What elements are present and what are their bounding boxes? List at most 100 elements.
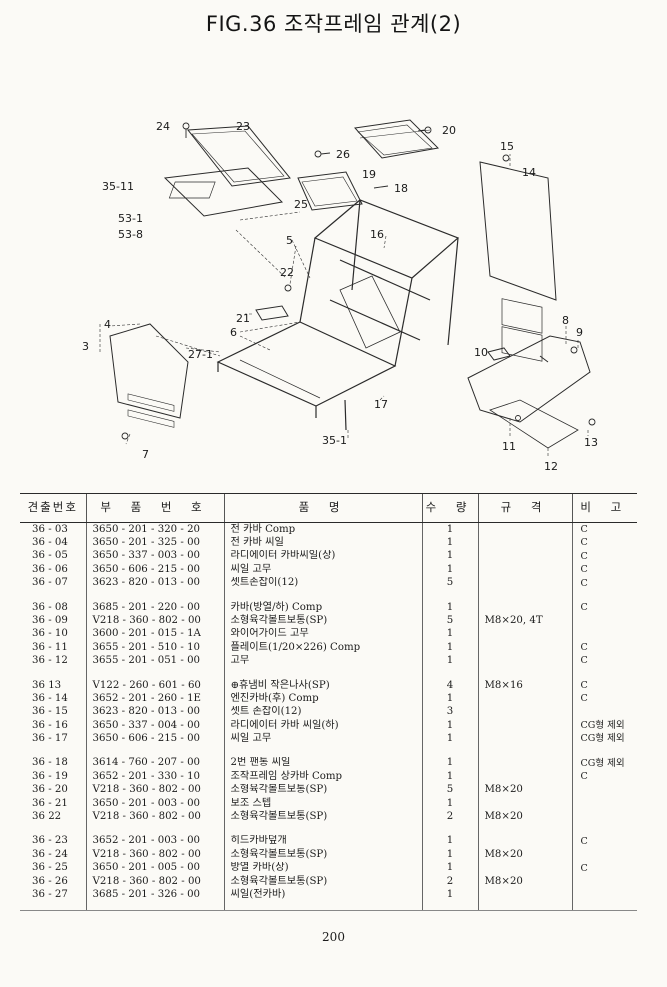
- header-part-name: 품 명: [223, 493, 422, 523]
- cell-remark: CG형 제외: [571, 756, 637, 771]
- cell-part-name: 소형육각볼트보통(SP): [223, 783, 422, 798]
- cell-ref-no: 36 - 14: [32, 692, 68, 704]
- callout-10: 10: [474, 346, 488, 359]
- callout-5: 5: [286, 234, 293, 247]
- cell-ref-no: 36 - 21: [32, 797, 68, 809]
- cell-qty: 3: [421, 705, 478, 720]
- cell-spec: M8×20: [477, 783, 572, 798]
- callout-35-11: 35-11: [102, 180, 134, 193]
- cell-qty: 1: [421, 719, 478, 733]
- cell-remark: C: [571, 522, 637, 537]
- part-23-cover-plate: [187, 125, 291, 187]
- cell-part-name: 방열 카바(상): [223, 861, 422, 875]
- cell-part-no: V218 - 360 - 802 - 00: [85, 614, 224, 628]
- cell-spec: [477, 692, 572, 706]
- cell-part-no: 3685 - 201 - 220 - 00: [85, 600, 224, 615]
- cell-ref-no: 36 - 19: [32, 770, 68, 782]
- cell-spec: [477, 522, 572, 537]
- cell-ref-no: 36 - 12: [32, 655, 68, 667]
- cell-ref-no: 36 - 09: [32, 614, 68, 626]
- callout-27-1: 27-1: [188, 348, 213, 361]
- callout-20: 20: [442, 124, 456, 137]
- callout-8: 8: [562, 314, 569, 327]
- cell-spec: [477, 888, 572, 902]
- cell-part-name: 엔진카바(후) Comp: [223, 692, 422, 706]
- callout-24: 24: [156, 120, 170, 133]
- cell-qty: 1: [421, 600, 478, 615]
- cell-part-no: 3655 - 201 - 051 - 00: [85, 654, 224, 668]
- header-spec: 규 격: [477, 493, 572, 523]
- cell-part-name: 씨일 고무: [223, 732, 422, 746]
- cell-remark: [571, 627, 637, 642]
- cell-ref-no: 36 - 25: [32, 862, 68, 874]
- fastener-symbols: [121, 122, 596, 440]
- cell-part-no: 3650 - 201 - 325 - 00: [85, 536, 224, 550]
- cell-remark: C: [571, 692, 637, 706]
- cell-remark: C: [571, 654, 637, 668]
- cell-remark: [571, 614, 637, 628]
- part-10-small-plate: [487, 347, 511, 361]
- cell-spec: [477, 536, 572, 550]
- cell-qty: 1: [421, 732, 478, 746]
- cell-qty: 1: [421, 834, 478, 849]
- cell-ref-no: 36 - 27: [32, 888, 68, 900]
- header-qty: 수 량: [421, 493, 478, 523]
- cell-part-name: 소형육각볼트보통(SP): [223, 848, 422, 862]
- cell-ref-no: 36 - 17: [32, 733, 68, 745]
- cell-part-name: 셋트 손잡이(12): [223, 705, 422, 720]
- cell-spec: [477, 641, 572, 655]
- cell-spec: M8×20: [477, 874, 572, 889]
- cell-part-no: V218 - 360 - 802 - 00: [85, 848, 224, 862]
- cell-remark: CG형 제외: [571, 719, 637, 733]
- cell-spec: M8×20, 4T: [477, 614, 572, 628]
- part-3-front-cover: [109, 323, 189, 428]
- header-part-no: 부 품 번 호: [85, 493, 224, 523]
- cell-part-name: 히드카바덮개: [223, 834, 422, 849]
- cell-part-name: 고무: [223, 654, 422, 668]
- cell-spec: M8×16: [477, 678, 572, 693]
- cell-part-name: 전 카바 Comp: [223, 522, 422, 537]
- page-title: FIG.36 조작프레임 관계(2): [205, 12, 462, 36]
- cell-part-name: 와이어가이드 고무: [223, 627, 422, 642]
- cell-remark: C: [571, 641, 637, 655]
- cell-part-no: 3655 - 201 - 510 - 10: [85, 641, 224, 655]
- cell-part-no: 3600 - 201 - 015 - 1A: [85, 627, 224, 642]
- cell-ref-no: 36 - 06: [32, 563, 68, 575]
- callout-3: 3: [82, 340, 89, 353]
- cell-ref-no: 36 - 15: [32, 706, 68, 718]
- cell-spec: [477, 770, 572, 784]
- cell-part-name: 보조 스텝: [223, 797, 422, 811]
- callout-4: 4: [104, 318, 111, 331]
- callout-6: 6: [230, 326, 237, 339]
- cell-part-name: 소형육각볼트보통(SP): [223, 614, 422, 628]
- cell-qty: 1: [421, 770, 478, 784]
- cell-ref-no: 36 13: [32, 679, 62, 691]
- callout-22: 22: [280, 266, 294, 279]
- cell-spec: [477, 563, 572, 577]
- callout-13: 13: [584, 436, 598, 449]
- cell-ref-no: 36 - 24: [32, 848, 68, 860]
- cell-part-name: 조작프레임 상카바 Comp: [223, 770, 422, 784]
- cell-part-no: 3623 - 820 - 013 - 00: [85, 576, 224, 590]
- callout-35-1: 35-1: [322, 434, 347, 447]
- cell-ref-no: 36 - 26: [32, 875, 68, 887]
- cell-spec: [477, 600, 572, 615]
- table-header-row: 견출번호 부 품 번 호 품 명 수 량 규 격 비 고: [20, 493, 637, 523]
- table-spacer-row: [20, 901, 637, 911]
- cell-remark: C: [571, 576, 637, 590]
- callout-9: 9: [576, 326, 583, 339]
- cell-remark: [571, 783, 637, 798]
- header-ref-no: 견출번호: [20, 493, 86, 523]
- callout-19: 19: [362, 168, 376, 181]
- cell-remark: [571, 874, 637, 889]
- callout-53-1: 53-1: [118, 212, 143, 225]
- cell-qty: 1: [421, 692, 478, 706]
